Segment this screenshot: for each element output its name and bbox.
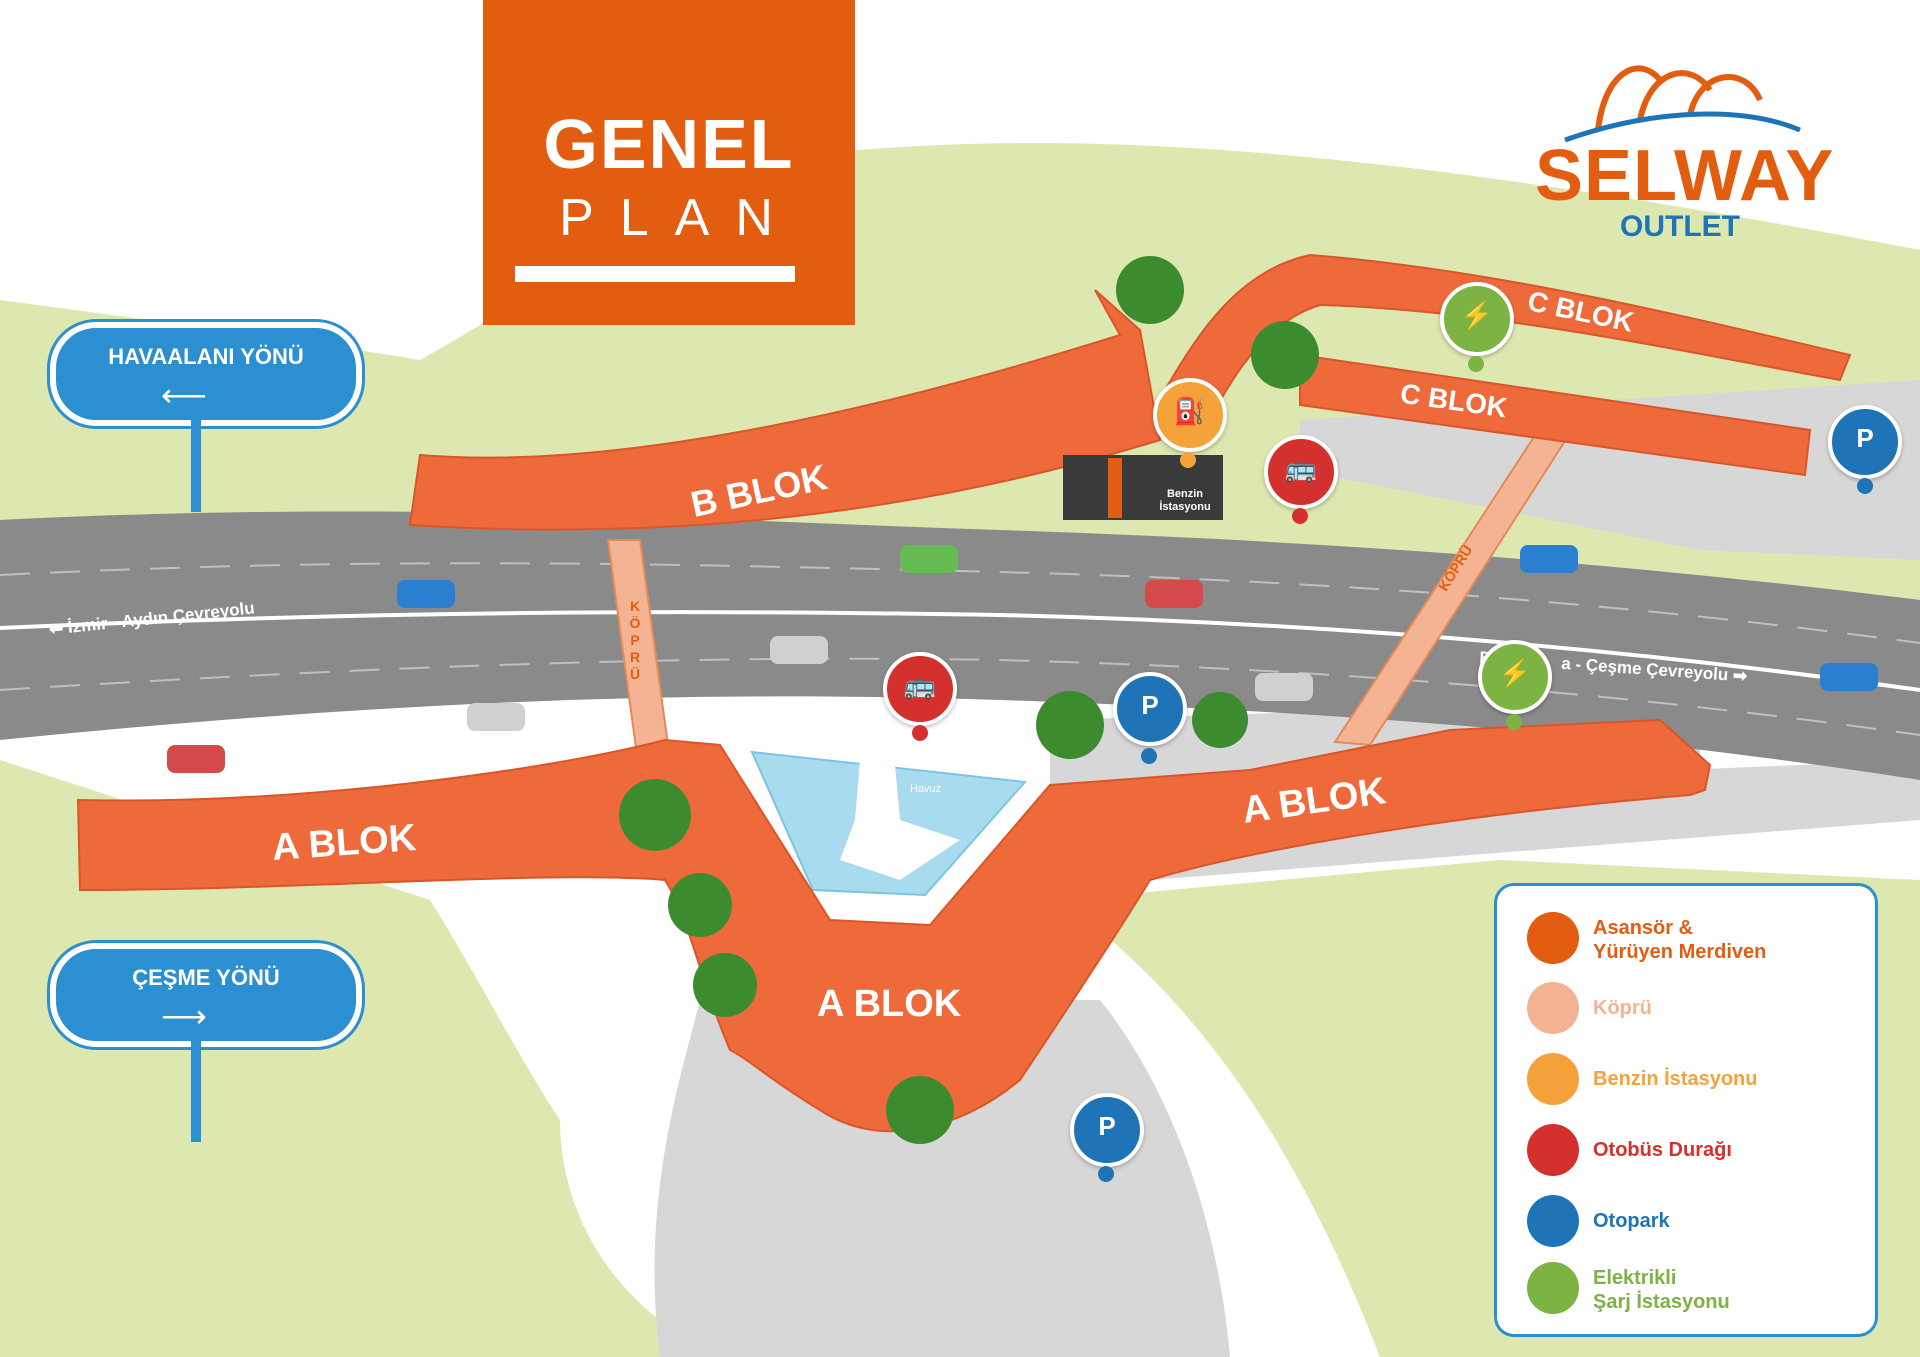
legend-label: Köprü: [1593, 997, 1652, 1019]
legend-item-bus: Otobüs Durağı: [1527, 1120, 1867, 1180]
pin-anchor: [912, 725, 928, 741]
legend-item-fuel: Benzin İstasyonu: [1527, 1049, 1867, 1109]
logo-arches: [1595, 65, 1763, 131]
pin-fuel-station: ⛽: [1153, 378, 1227, 452]
fuel-icon: ⛽: [1173, 396, 1207, 426]
b-blok-building: [408, 289, 1162, 531]
sign-airport-direction: HAVAALANI YÖNÜ ⟵: [50, 322, 362, 426]
legend-label: Asansör & Yürüyen Merdiven: [1593, 917, 1767, 963]
legend-item-escalator: Asansör & Yürüyen Merdiven: [1527, 908, 1867, 968]
pin-anchor: [1141, 748, 1157, 764]
sign-label: HAVAALANI YÖNÜ: [108, 344, 304, 369]
legend-item-parking: Otopark: [1527, 1191, 1867, 1251]
title-line-1: GENEL: [543, 105, 795, 183]
arrow-right-icon: ➡: [1727, 665, 1748, 686]
pin-parking: P: [1113, 672, 1187, 746]
bus-icon: 🚌: [1284, 453, 1318, 483]
legend-label: Benzin İstasyonu: [1593, 1068, 1758, 1090]
bus-icon: 🚌: [903, 670, 937, 700]
pin-anchor: [1468, 356, 1484, 372]
lane-line: [0, 562, 1920, 644]
parking-icon: P: [1856, 423, 1874, 453]
title-underline: [515, 266, 795, 282]
arrow-right-icon: ⟶: [161, 998, 207, 1034]
c-blok-upper: [1163, 253, 1852, 422]
logo-wordmark: SELWAY: [1535, 136, 1835, 216]
sign-cesme-direction: ÇEŞME YÖNÜ ⟶: [50, 943, 362, 1047]
escalator-icon: [1527, 912, 1579, 964]
pin-anchor: [1180, 452, 1196, 468]
logo-swoosh: [1564, 111, 1801, 143]
label-pool: Havuz: [910, 783, 942, 795]
map-legend: Asansör & Yürüyen Merdiven Köprü Benzin …: [1494, 883, 1878, 1337]
label-a-blok-bottom: A BLOK: [817, 983, 962, 1025]
title-panel: GENEL PLAN: [483, 0, 855, 325]
bridge-icon: [1527, 982, 1579, 1034]
c-blok-lower: [1299, 353, 1812, 477]
arrow-left-icon: ⬅: [48, 618, 69, 639]
logo-subtitle: OUTLET: [1620, 210, 1740, 243]
pool-island: [840, 760, 960, 880]
palm-tree-group: [619, 256, 1319, 1144]
legend-label: Elektrikli Şarj İstasyonu: [1593, 1267, 1730, 1313]
arrow-left-icon: ⟵: [161, 377, 207, 413]
title-line-2: PLAN: [559, 189, 799, 247]
car-group: [167, 545, 1878, 773]
parking-icon: [1527, 1195, 1579, 1247]
pin-anchor: [1506, 714, 1522, 730]
legend-item-bridge: Köprü: [1527, 978, 1867, 1038]
ev-charger-icon: ⚡: [1460, 300, 1494, 330]
pin-ev-charger: ⚡: [1478, 640, 1552, 714]
fuel-icon: [1527, 1053, 1579, 1105]
fuel-station-canopy: [1063, 455, 1223, 520]
legend-item-ev-charger: Elektrikli Şarj İstasyonu: [1527, 1258, 1867, 1318]
legend-label: Otobüs Durağı: [1593, 1139, 1732, 1161]
pin-ev-charger: ⚡: [1440, 282, 1514, 356]
lane-line: [0, 657, 1920, 736]
highway: [0, 511, 1920, 780]
sign-label: ÇEŞME YÖNÜ: [132, 965, 280, 990]
highway-median: [0, 610, 1920, 692]
pin-bus-stop: 🚌: [883, 652, 957, 726]
pin-anchor: [1098, 1166, 1114, 1182]
ev-charger-icon: [1527, 1262, 1579, 1314]
sign-pole: [191, 1040, 201, 1142]
fuel-station-accent: [1108, 458, 1122, 518]
bridge-label-left: KÖPRÜ: [629, 598, 641, 682]
pin-parking: P: [1828, 405, 1902, 479]
a-blok-building: [76, 718, 1712, 1133]
legend-label: Otopark: [1593, 1210, 1670, 1232]
bus-icon: [1527, 1124, 1579, 1176]
sign-pole: [191, 420, 201, 512]
parking-icon: P: [1098, 1111, 1116, 1141]
parking-icon: P: [1141, 690, 1159, 720]
grass-area-lower: [0, 760, 720, 1357]
pin-parking: P: [1070, 1093, 1144, 1167]
label-fuel-station: Benzin İstasyonu: [1159, 488, 1211, 513]
pin-bus-stop: 🚌: [1264, 435, 1338, 509]
pin-anchor: [1292, 508, 1308, 524]
ev-charger-icon: ⚡: [1498, 658, 1532, 688]
pin-anchor: [1857, 478, 1873, 494]
